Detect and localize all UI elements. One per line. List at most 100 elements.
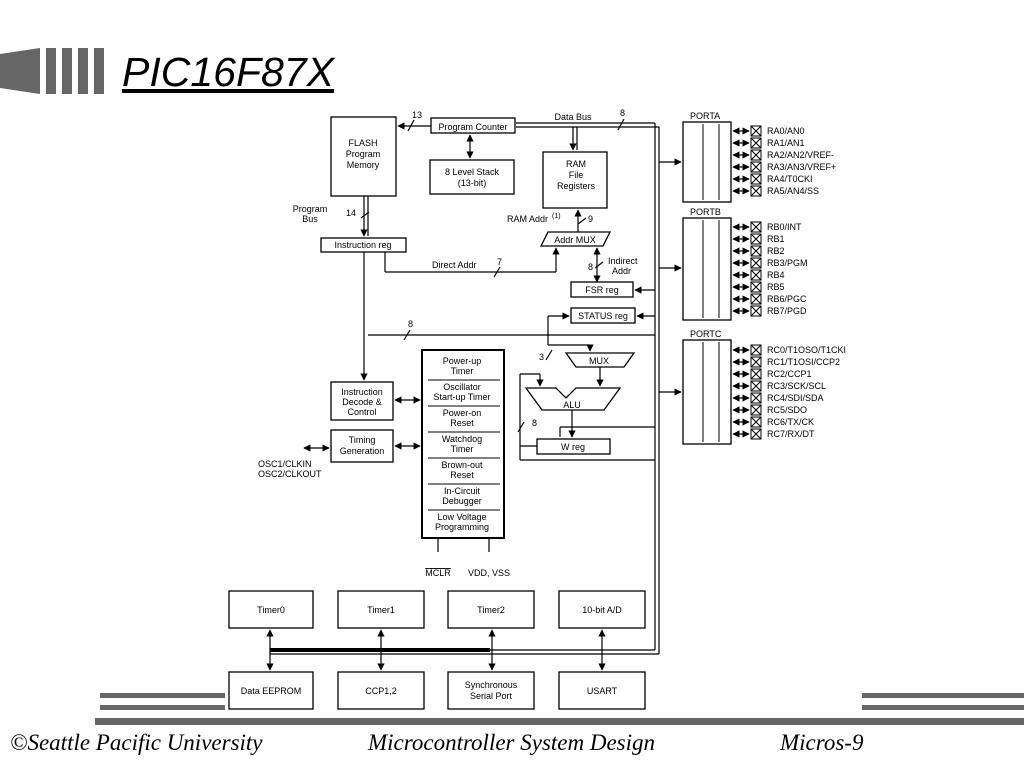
alu-shape <box>524 387 622 411</box>
svg-text:Brown-out: Brown-out <box>441 460 483 470</box>
fsr-reg-label: FSR reg <box>585 285 619 295</box>
portb-pin-label: RB6/PGC <box>767 294 807 304</box>
flash-line-2: Program <box>346 149 381 159</box>
instruction-decode-box <box>330 381 394 421</box>
svg-text:In-Circuit: In-Circuit <box>444 486 481 496</box>
w-reg-label: W reg <box>561 442 585 452</box>
ram-addr-sup: (1) <box>552 213 561 220</box>
portb-pin-label: RB7/PGD <box>767 306 807 316</box>
svg-text:8: 8 <box>408 319 413 329</box>
alu-label: ALU <box>563 400 581 410</box>
portb-pin-label: RB2 <box>767 246 785 256</box>
svg-text:Reset: Reset <box>450 418 474 428</box>
footer-bar-left-2 <box>100 705 225 710</box>
data-bus-label: Data Bus <box>554 112 592 122</box>
title-stripes-decoration <box>0 48 104 94</box>
stack-line-2: (13-bit) <box>458 178 487 188</box>
addr-mux-shape <box>539 231 612 247</box>
svg-text:7: 7 <box>497 257 502 267</box>
power-blocks-container <box>421 349 505 539</box>
timing-line-2: Generation <box>340 446 385 456</box>
ccp-label: CCP1,2 <box>365 686 397 696</box>
flash-line-1: FLASH <box>348 138 377 148</box>
flash-line-3: Memory <box>347 160 380 170</box>
svg-text:Timer: Timer <box>451 444 474 454</box>
program-counter-label: Program Counter <box>438 122 507 132</box>
ram-line-3: Registers <box>557 181 596 191</box>
portb-pin-label: RB3/PGM <box>767 258 808 268</box>
portb-pin-label: RB1 <box>767 234 785 244</box>
footer-right: Micros-9 <box>780 730 864 755</box>
decode-line-1: Instruction <box>341 387 383 397</box>
svg-text:Watchdog: Watchdog <box>442 434 482 444</box>
portb-label: PORTB <box>690 207 721 217</box>
mclr-label: MCLR <box>425 568 451 578</box>
portb-pin-label: RB0/INT <box>767 222 802 232</box>
instruction-reg-label: Instruction reg <box>334 240 391 250</box>
svg-text:8: 8 <box>532 418 537 428</box>
svg-text:9: 9 <box>588 214 593 224</box>
footer-bar-right-2 <box>862 705 1024 710</box>
portc-pin-label: RC0/T1OSO/T1CKI <box>767 345 846 355</box>
timer1-label: Timer1 <box>367 605 395 615</box>
porta-pin-label: RA2/AN2/VREF- <box>767 150 834 160</box>
stack-box <box>429 159 515 195</box>
svg-text:8: 8 <box>620 108 625 118</box>
portc-box <box>682 339 732 445</box>
svg-text:Low Voltage: Low Voltage <box>437 512 486 522</box>
portb-box <box>682 217 732 321</box>
program-bus-line-1: Program <box>293 204 328 214</box>
timer0-label: Timer0 <box>257 605 285 615</box>
svg-text:Power-on: Power-on <box>443 408 482 418</box>
svg-text:Oscillator: Oscillator <box>443 382 481 392</box>
porta-pin-label: RA3/AN3/VREF+ <box>767 162 836 172</box>
indirect-addr-line-1: Indirect <box>608 256 638 266</box>
svg-text:3: 3 <box>539 352 544 362</box>
fsr-reg-box <box>570 281 634 298</box>
usart-label: USART <box>587 686 618 696</box>
portc-label: PORTC <box>690 329 722 339</box>
porta-pin-label: RA4/T0CKI <box>767 174 813 184</box>
mux-shape <box>564 352 636 368</box>
portc-pin-label: RC2/CCP1 <box>767 369 812 379</box>
timing-generation-box <box>330 429 394 463</box>
svg-text:Reset: Reset <box>450 470 474 480</box>
adc-label: 10-bit A/D <box>582 605 622 615</box>
portb-pin-label: RB5 <box>767 282 785 292</box>
data-eeprom-label: Data EEPROM <box>241 686 302 696</box>
status-reg-box <box>570 307 636 324</box>
decode-line-3: Control <box>347 407 376 417</box>
svg-text:FLASH: FLASH <box>348 138 377 148</box>
footer-bar-left-1 <box>100 693 225 698</box>
svg-text:Timer: Timer <box>451 366 474 376</box>
ssp-line-2: Serial Port <box>470 691 513 701</box>
porta-box <box>682 121 732 203</box>
portc-pin-label: RC7/RX/DT <box>767 429 815 439</box>
svg-text:Program: Program <box>346 149 381 159</box>
porta-pin-label: RA0/AN0 <box>767 126 805 136</box>
portc-pin-label: RC4/SDI/SDA <box>767 393 824 403</box>
ram-line-2: File <box>569 170 584 180</box>
stack-line-1: 8 Level Stack <box>445 167 500 177</box>
footer-left: ©Seattle Pacific University <box>10 730 263 755</box>
portc-pin-label: RC1/T1OSI/CCP2 <box>767 357 840 367</box>
osc-line-2: OSC2/CLKOUT <box>258 469 322 479</box>
svg-text:Start-up Timer: Start-up Timer <box>433 392 490 402</box>
porta-label: PORTA <box>690 111 720 121</box>
program-bus-line-2: Bus <box>302 214 318 224</box>
ram-line-1: RAM <box>566 159 586 169</box>
status-reg-label: STATUS reg <box>578 311 628 321</box>
ram-addr-label: RAM Addr <box>507 214 548 224</box>
svg-text:13: 13 <box>412 110 422 120</box>
svg-text:Debugger: Debugger <box>442 496 482 506</box>
indirect-addr-line-2: Addr <box>612 266 631 276</box>
svg-text:Memory: Memory <box>347 160 380 170</box>
portc-pin-label: RC3/SCK/SCL <box>767 381 826 391</box>
svg-text:Programming: Programming <box>435 522 489 532</box>
portc-pin-label: RC6/TX/CK <box>767 417 814 427</box>
svg-text:Power-up: Power-up <box>443 356 482 366</box>
footer-bar-full <box>95 718 1024 725</box>
vdd-vss-label: VDD, VSS <box>468 568 510 578</box>
portb-pin-label: RB4 <box>767 270 785 280</box>
